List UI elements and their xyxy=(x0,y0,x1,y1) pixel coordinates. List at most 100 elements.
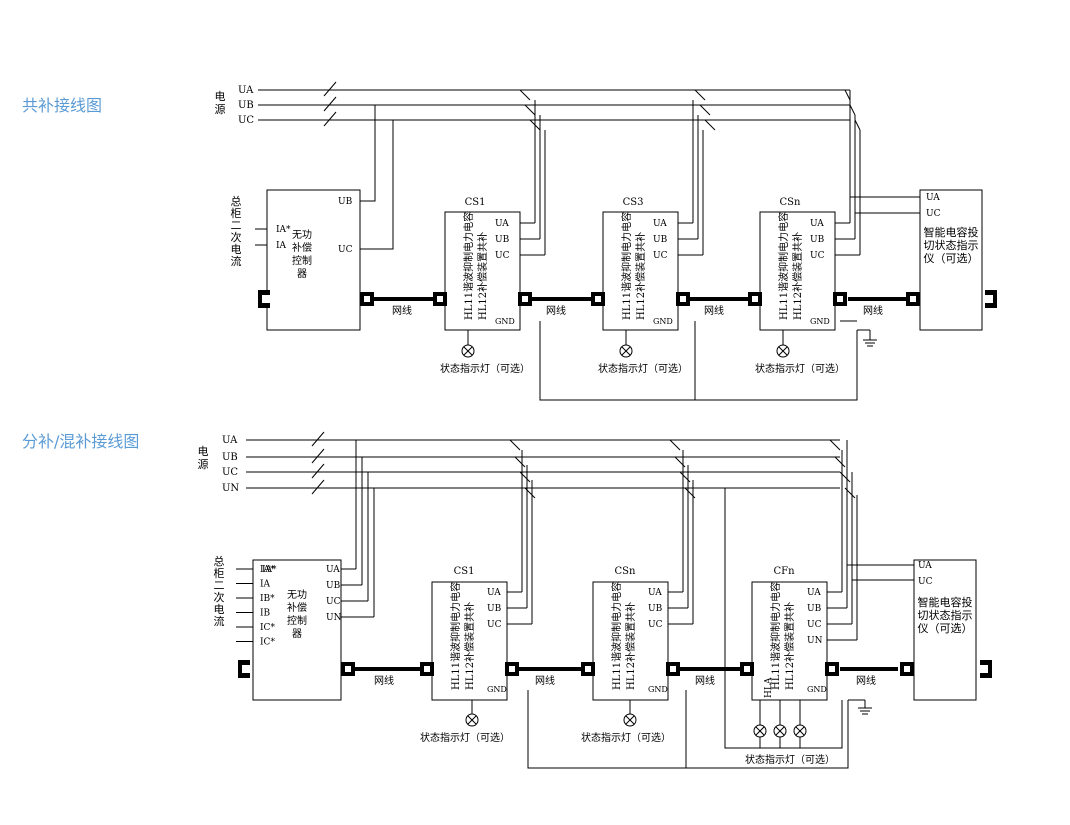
power-source-label: 电 xyxy=(198,445,209,458)
rj45-connector xyxy=(591,292,605,306)
breaker-switch xyxy=(323,96,337,112)
ct-label: 总 xyxy=(214,554,225,568)
ct-label: 流 xyxy=(231,254,242,268)
indicator-uc-wire xyxy=(854,120,920,214)
module-pin-label: UA xyxy=(495,219,509,229)
status-lamp-icon xyxy=(773,724,787,738)
rj45-connector xyxy=(676,292,690,306)
bus-tap xyxy=(834,456,846,468)
connector-hole xyxy=(670,666,676,672)
rj45-connector xyxy=(666,662,680,676)
controller-pin-label: UC xyxy=(326,597,341,607)
status-lamp-icon xyxy=(793,724,807,738)
ct-label: 柜 xyxy=(231,207,242,220)
rj45-connector xyxy=(505,662,519,676)
rj45-connector xyxy=(341,662,355,676)
controller-ub-wire xyxy=(360,105,376,202)
capacitor-text: HL12补偿装置共补 xyxy=(476,232,489,320)
lamp-cross xyxy=(625,715,635,725)
capacitor-text: HL12补偿装置共补 xyxy=(783,602,796,690)
rj45-connector xyxy=(433,292,447,306)
ground-bus xyxy=(539,321,858,401)
capacitor-text: HL11谐波抑制电力电容 xyxy=(769,582,782,690)
indicator-label: 切状态指示 xyxy=(918,608,973,622)
controller-pin-label: UA xyxy=(326,565,340,575)
module-pin-label: UC xyxy=(653,251,668,261)
reactive-power-controller xyxy=(266,189,361,331)
bus-label: UA xyxy=(222,435,238,446)
capacitor-text: HL12补偿装置共补 xyxy=(634,232,647,320)
module-pin-label: UA xyxy=(648,588,662,598)
lamp-label: 状态指示灯（可选） xyxy=(755,362,845,375)
module-pin-label: UA xyxy=(487,588,501,598)
lamp-cross xyxy=(778,346,788,356)
status-lamp-icon xyxy=(623,713,637,727)
module-pin-label: UC xyxy=(810,251,825,261)
bus-tap xyxy=(514,456,526,468)
capacitor-text: HL11谐波抑制电力电容 xyxy=(610,582,623,690)
bus-tap xyxy=(849,104,856,116)
ct-label: 二 xyxy=(231,219,242,232)
module-pin-label: UB xyxy=(653,235,668,245)
indicator-pin-label: UA xyxy=(918,561,932,571)
controller-label: 无功 xyxy=(292,229,312,241)
ct-pin-label: IB xyxy=(260,609,271,619)
rj45-connector xyxy=(748,292,762,306)
network-label: 网线 xyxy=(546,304,566,317)
indicator-pin-label: UC xyxy=(918,577,933,587)
capacitor-text: HL12补偿装置共补 xyxy=(463,602,476,690)
bus-tap xyxy=(524,104,536,116)
status-lamp-icon xyxy=(465,713,479,727)
bus-label: UN xyxy=(222,483,239,494)
module-pin-label: UN xyxy=(807,636,823,646)
status-lamp-icon xyxy=(461,344,475,358)
gnd-label: GND xyxy=(807,685,827,694)
ct-label: 柜 xyxy=(214,567,225,580)
controller-label: 器 xyxy=(297,268,307,280)
module-pin-label: UA xyxy=(653,219,667,229)
lamp-label: 状态指示灯（可选） xyxy=(581,731,671,744)
connector-hole xyxy=(522,296,528,302)
controller-pin-label: UB xyxy=(326,581,341,591)
shared-compensation-title: 共补接线图 xyxy=(22,96,103,115)
gnd-label: GND xyxy=(487,685,507,694)
capacitor-module xyxy=(759,211,836,331)
connector-hole xyxy=(910,296,916,302)
capacitor-text: HL11谐波抑制电力电容 xyxy=(777,212,790,320)
ct-label: 总 xyxy=(231,194,242,208)
capacitor-text: HL11谐波抑制电力电容 xyxy=(620,212,633,320)
controller-label: 补偿 xyxy=(287,601,307,614)
module-pin-label: UC xyxy=(648,620,663,630)
capacitor-text: HL11谐波抑制电力电容 xyxy=(449,582,462,690)
split-compensation-title: 分补/混补接线图 xyxy=(22,432,140,451)
controller-label: 补偿 xyxy=(292,241,312,254)
lamp-cross xyxy=(755,726,765,736)
ct-pin-label: IB* xyxy=(260,594,275,604)
module-pin-label: UB xyxy=(495,235,510,245)
bus-label: UB xyxy=(222,452,238,463)
network-label: 网线 xyxy=(856,674,876,687)
indicator-uc-wire xyxy=(851,472,914,581)
clip-notch xyxy=(242,665,250,673)
bus-tap xyxy=(669,439,681,451)
ground-icon xyxy=(858,707,872,715)
bus-tap xyxy=(519,89,531,101)
controller-label: 控制 xyxy=(287,614,307,627)
gnd-label: GND xyxy=(495,317,515,326)
rj45-connector xyxy=(833,292,847,306)
indicator-ua-wire xyxy=(849,90,920,198)
module-name: CS1 xyxy=(454,566,475,577)
indicator-ua-wire xyxy=(846,440,914,566)
indicator-label: 智能电容投 xyxy=(924,225,979,239)
network-label: 网线 xyxy=(392,304,412,317)
capacitor-module xyxy=(602,211,679,331)
indicator-label: 切状态指示 xyxy=(924,238,979,252)
gnd-label: GND xyxy=(648,685,668,694)
bus-tap xyxy=(829,439,841,451)
lamp-cross xyxy=(467,715,477,725)
connector-hole xyxy=(595,296,601,302)
network-label: 网线 xyxy=(535,674,555,687)
terminal-clip xyxy=(980,660,992,678)
module-pin-label: UC xyxy=(807,620,822,630)
module-pin-label: UB xyxy=(487,604,502,614)
